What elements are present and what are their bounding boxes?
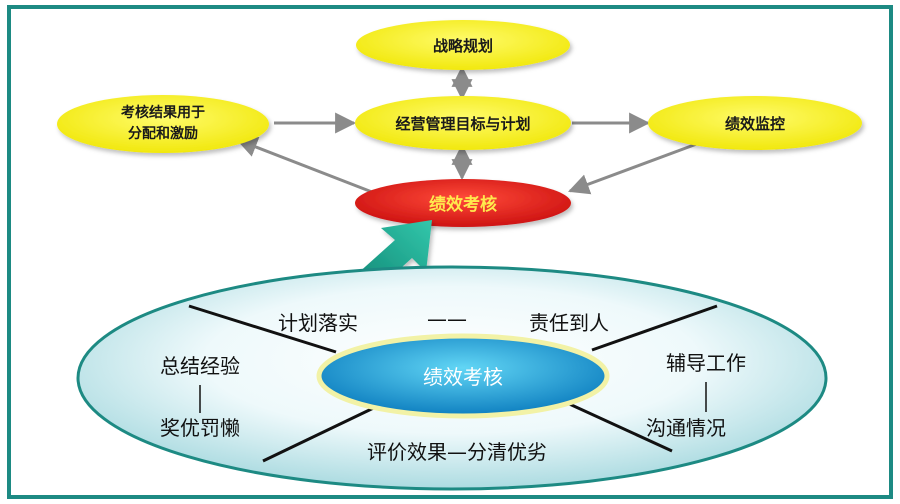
cycle-coaching-label: 辅导工作 xyxy=(666,351,746,375)
outer-border xyxy=(7,5,893,499)
node-monitoring-shape xyxy=(648,96,862,150)
cycle-center-ellipse xyxy=(316,333,610,419)
node-results-use-label-2: 分配和激励 xyxy=(128,125,198,142)
cycle-communication-label: 沟通情况 xyxy=(646,416,726,440)
divider-bottom-right xyxy=(564,400,673,453)
cycle-diagram: 绩效考核 计划落实 —— 责任到人 总结经验 奖优罚懒 辅导工作 沟通情况 评价… xyxy=(76,265,828,491)
cycle-dash-top: —— xyxy=(427,307,467,331)
node-results-use-label-1: 考核结果用于 xyxy=(121,104,205,121)
cycle-responsibility-label: 责任到人 xyxy=(529,311,609,335)
node-appraisal-shape xyxy=(355,179,571,227)
node-results-use-shape xyxy=(57,95,269,153)
cycle-reward-label: 奖优罚懒 xyxy=(160,416,240,440)
divider-bottom-left xyxy=(262,401,385,463)
node-objectives-label: 经营管理目标与计划 xyxy=(395,115,530,133)
node-results-use: 考核结果用于 分配和激励 xyxy=(57,95,269,153)
cycle-center-label: 绩效考核 xyxy=(423,365,503,389)
connectors xyxy=(236,65,703,195)
node-objectives-shape xyxy=(355,96,571,150)
cycle-evaluation-label: 评价效果—分清优劣 xyxy=(367,440,547,464)
node-strategy-shape xyxy=(356,20,570,70)
cycle-plan-label: 计划落实 xyxy=(278,311,358,335)
node-strategy: 战略规划 xyxy=(356,20,570,70)
node-monitoring: 绩效监控 xyxy=(648,96,862,150)
node-strategy-label: 战略规划 xyxy=(433,37,493,55)
cycle-dividers xyxy=(188,304,718,463)
connector-monitoring-appraisal xyxy=(568,140,703,195)
node-monitoring-label: 绩效监控 xyxy=(725,115,785,133)
node-objectives: 经营管理目标与计划 xyxy=(355,96,571,150)
node-appraisal: 绩效考核 xyxy=(355,179,571,227)
divider-top-right xyxy=(591,304,718,352)
cycle-summary-label: 总结经验 xyxy=(160,354,240,378)
divider-top-left xyxy=(188,304,337,354)
node-appraisal-label: 绩效考核 xyxy=(429,194,497,215)
connector-appraisal-results xyxy=(236,137,373,194)
